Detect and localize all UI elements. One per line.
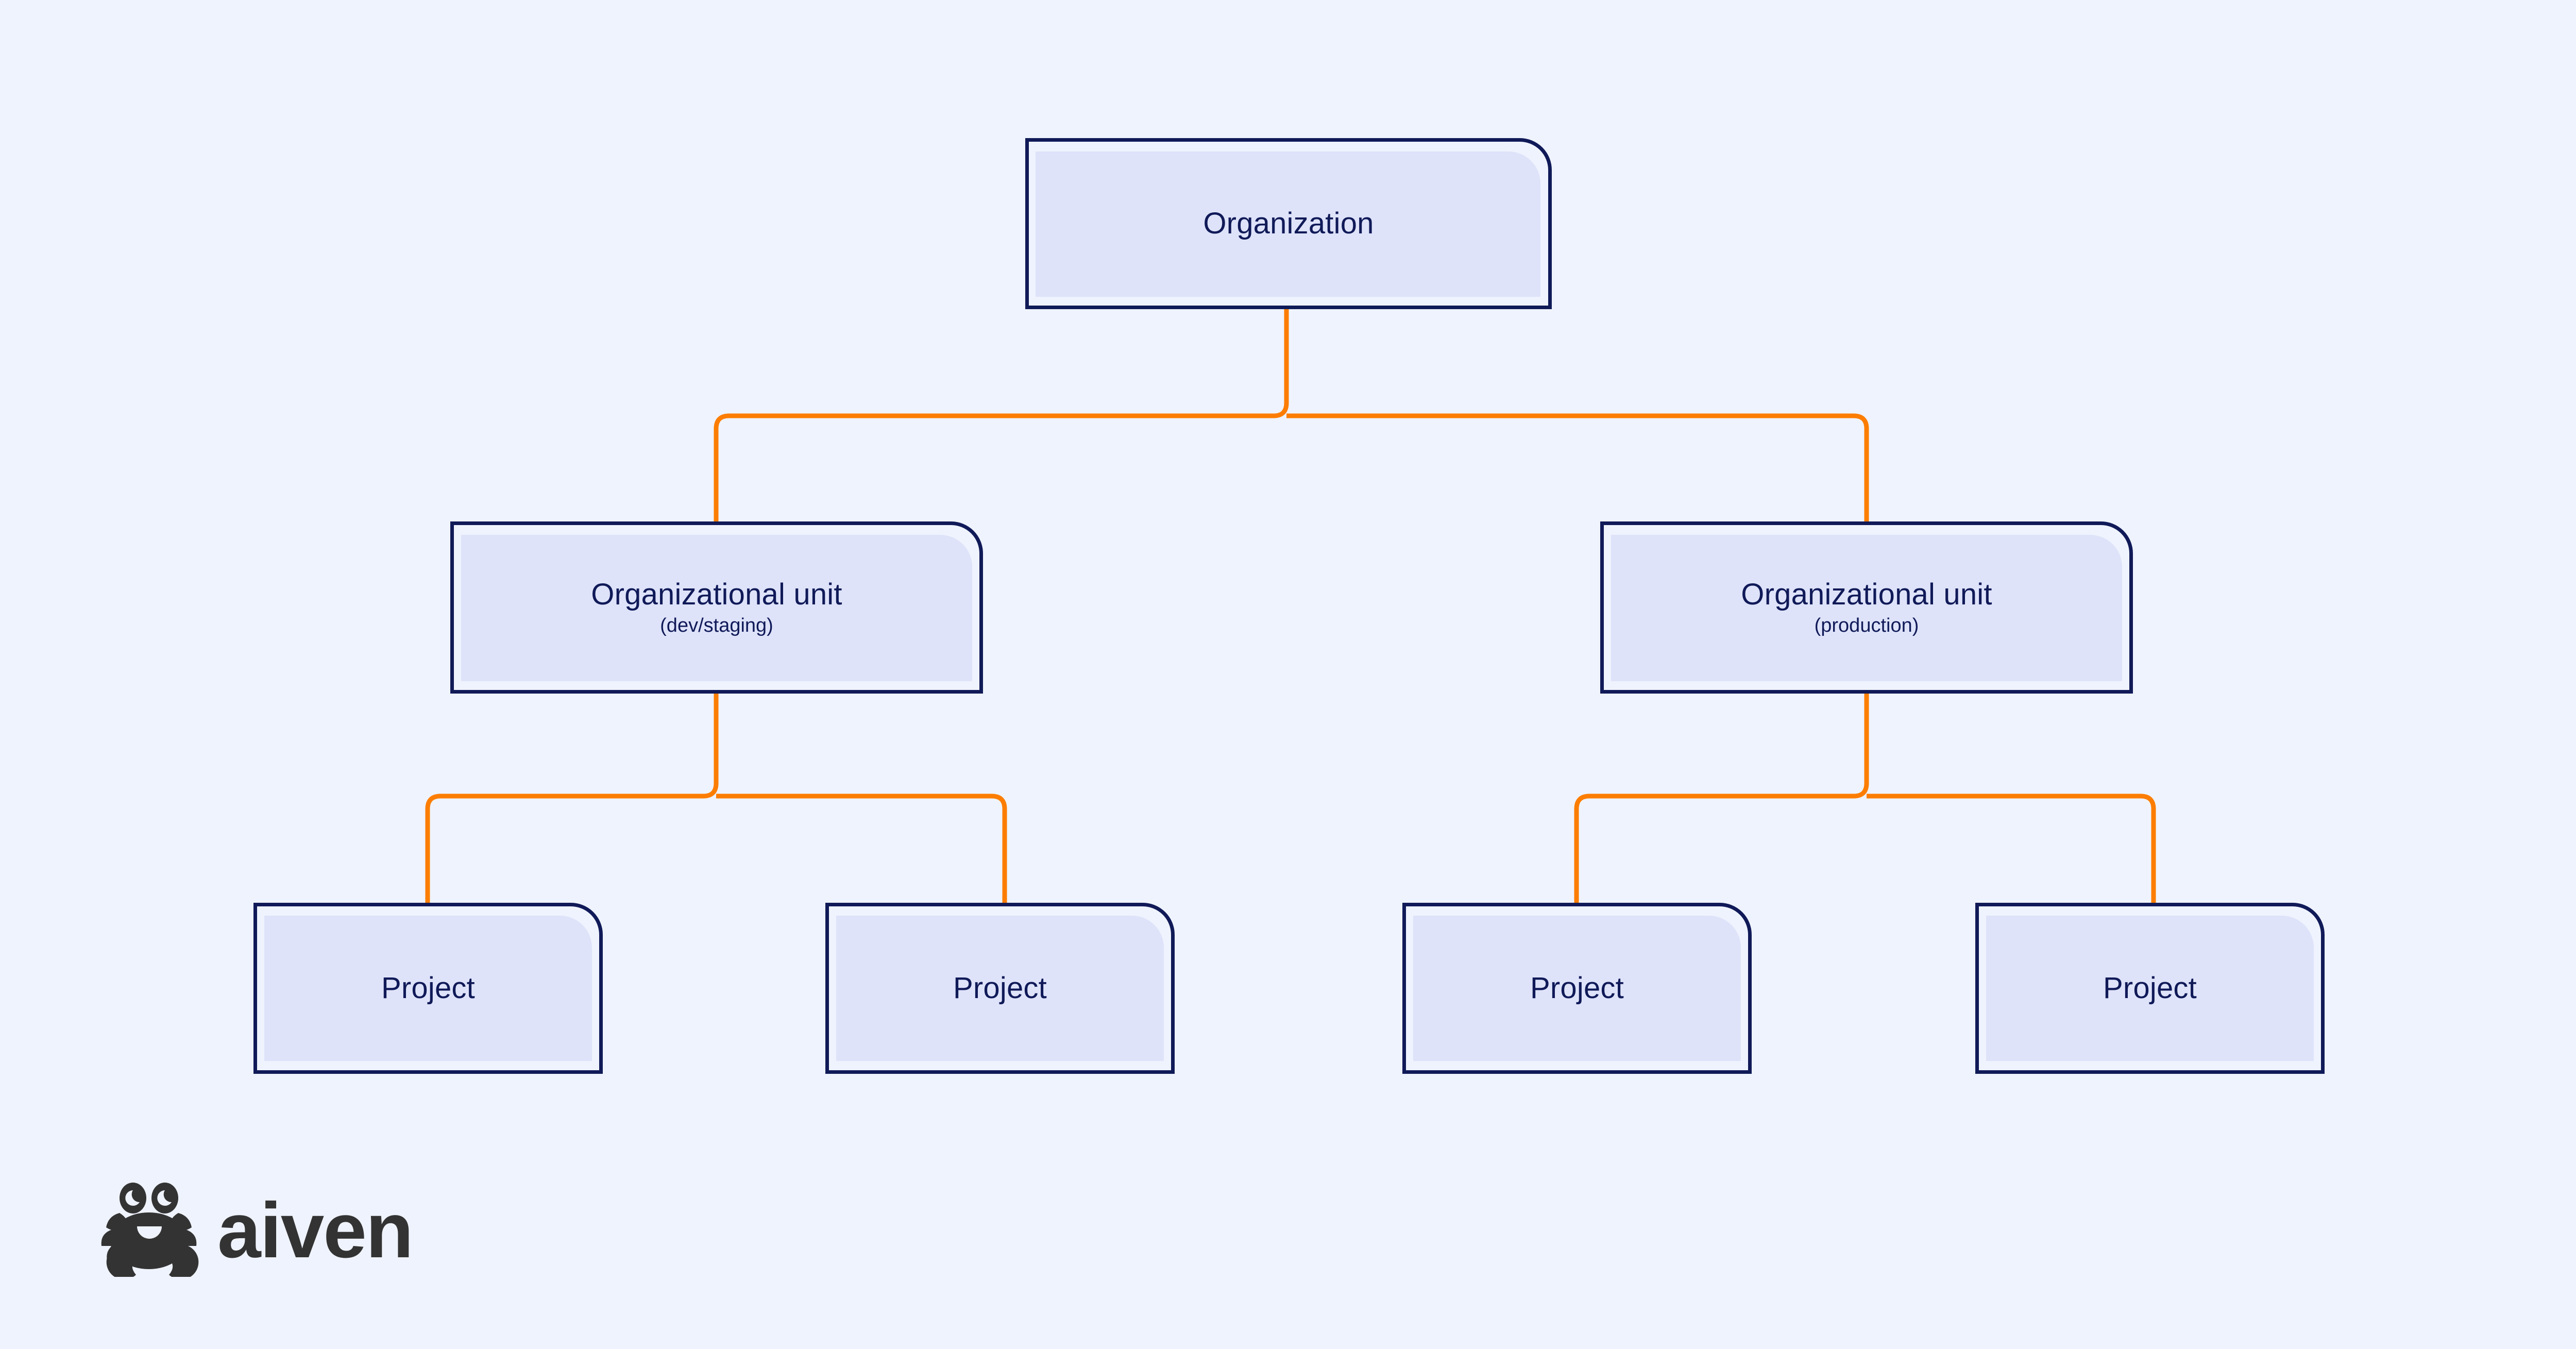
edge-organization-to-unit-production [1286, 413, 1869, 521]
node-project-4[interactable]: Project [1975, 903, 2325, 1074]
edge-unit-prod-to-projects [1574, 693, 1869, 903]
node-label: Organizational unit (dev/staging) [450, 521, 983, 694]
node-label: Project [1402, 903, 1752, 1074]
node-organizational-unit-dev-staging[interactable]: Organizational unit (dev/staging) [450, 521, 983, 694]
node-project-2[interactable]: Project [825, 903, 1175, 1074]
node-fill [264, 916, 592, 1061]
node-project-3[interactable]: Project [1402, 903, 1752, 1074]
node-fill [1413, 916, 1741, 1061]
node-organizational-unit-production[interactable]: Organizational unit (production) [1600, 521, 2133, 694]
node-project-1[interactable]: Project [253, 903, 603, 1074]
node-label: Project [1975, 903, 2325, 1074]
node-title: Project [2103, 971, 2197, 1005]
aiven-wordmark-text: aiven [217, 1187, 413, 1274]
edge-organization-to-units [714, 308, 1289, 521]
node-outline [1975, 903, 2325, 1074]
edge-unit-dev-to-project-2 [716, 794, 1007, 903]
node-fill [461, 535, 972, 681]
node-outline [253, 903, 603, 1074]
aiven-logo: aiven [101, 1181, 434, 1277]
node-title: Project [381, 971, 475, 1005]
node-title: Project [1530, 971, 1624, 1005]
node-subtitle: (production) [1814, 615, 1919, 637]
node-outline [825, 903, 1175, 1074]
node-fill [836, 916, 1164, 1061]
node-fill [1036, 151, 1540, 297]
node-title: Organizational unit [591, 578, 842, 612]
node-title: Project [953, 971, 1047, 1005]
node-outline [1402, 903, 1752, 1074]
crab-icon [101, 1183, 199, 1277]
node-label: Organizational unit (production) [1600, 521, 2133, 694]
node-organization[interactable]: Organization [1025, 138, 1552, 309]
edge-unit-dev-to-projects [425, 693, 719, 903]
node-fill [1611, 535, 2122, 681]
node-label: Project [253, 903, 603, 1074]
node-outline [1600, 521, 2133, 694]
node-label: Organization [1025, 138, 1552, 309]
node-outline [450, 521, 983, 694]
node-fill [1986, 916, 2314, 1061]
node-title: Organization [1203, 206, 1374, 240]
node-subtitle: (dev/staging) [660, 615, 773, 637]
node-outline [1025, 138, 1552, 309]
edge-unit-prod-to-project-4 [1867, 794, 2156, 903]
node-title: Organizational unit [1741, 578, 1992, 612]
node-label: Project [825, 903, 1175, 1074]
aiven-wordmark: aiven [217, 1187, 414, 1274]
